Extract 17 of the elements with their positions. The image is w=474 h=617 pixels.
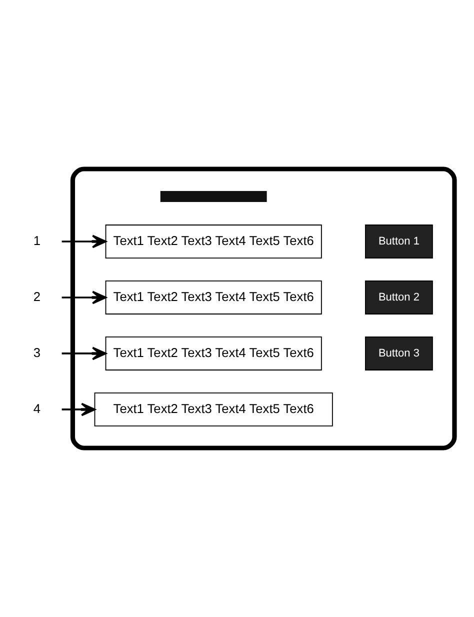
- node-text: 3: [33, 344, 41, 360]
- node-box: Text1 Text2 Text3 Text4 Text5 Text6: [105, 336, 322, 370]
- arrow: [62, 402, 96, 416]
- node-box: Button 1: [365, 224, 433, 258]
- node-text: 2: [33, 288, 41, 304]
- node-box: Text1 Text2 Text3 Text4 Text5 Text6: [105, 224, 322, 258]
- node-box: Button 3: [365, 336, 433, 370]
- arrow: [62, 346, 106, 360]
- node-box: Button 2: [365, 280, 433, 314]
- node-box: Text1 Text2 Text3 Text4 Text5 Text6: [94, 392, 333, 426]
- node-text: 4: [33, 400, 41, 416]
- arrow: [62, 234, 106, 248]
- node-box: Text1 Text2 Text3 Text4 Text5 Text6: [105, 280, 322, 314]
- node-text: 1: [33, 232, 41, 248]
- node-bar: [160, 191, 267, 202]
- arrow: [62, 290, 106, 304]
- cluster: [70, 166, 457, 450]
